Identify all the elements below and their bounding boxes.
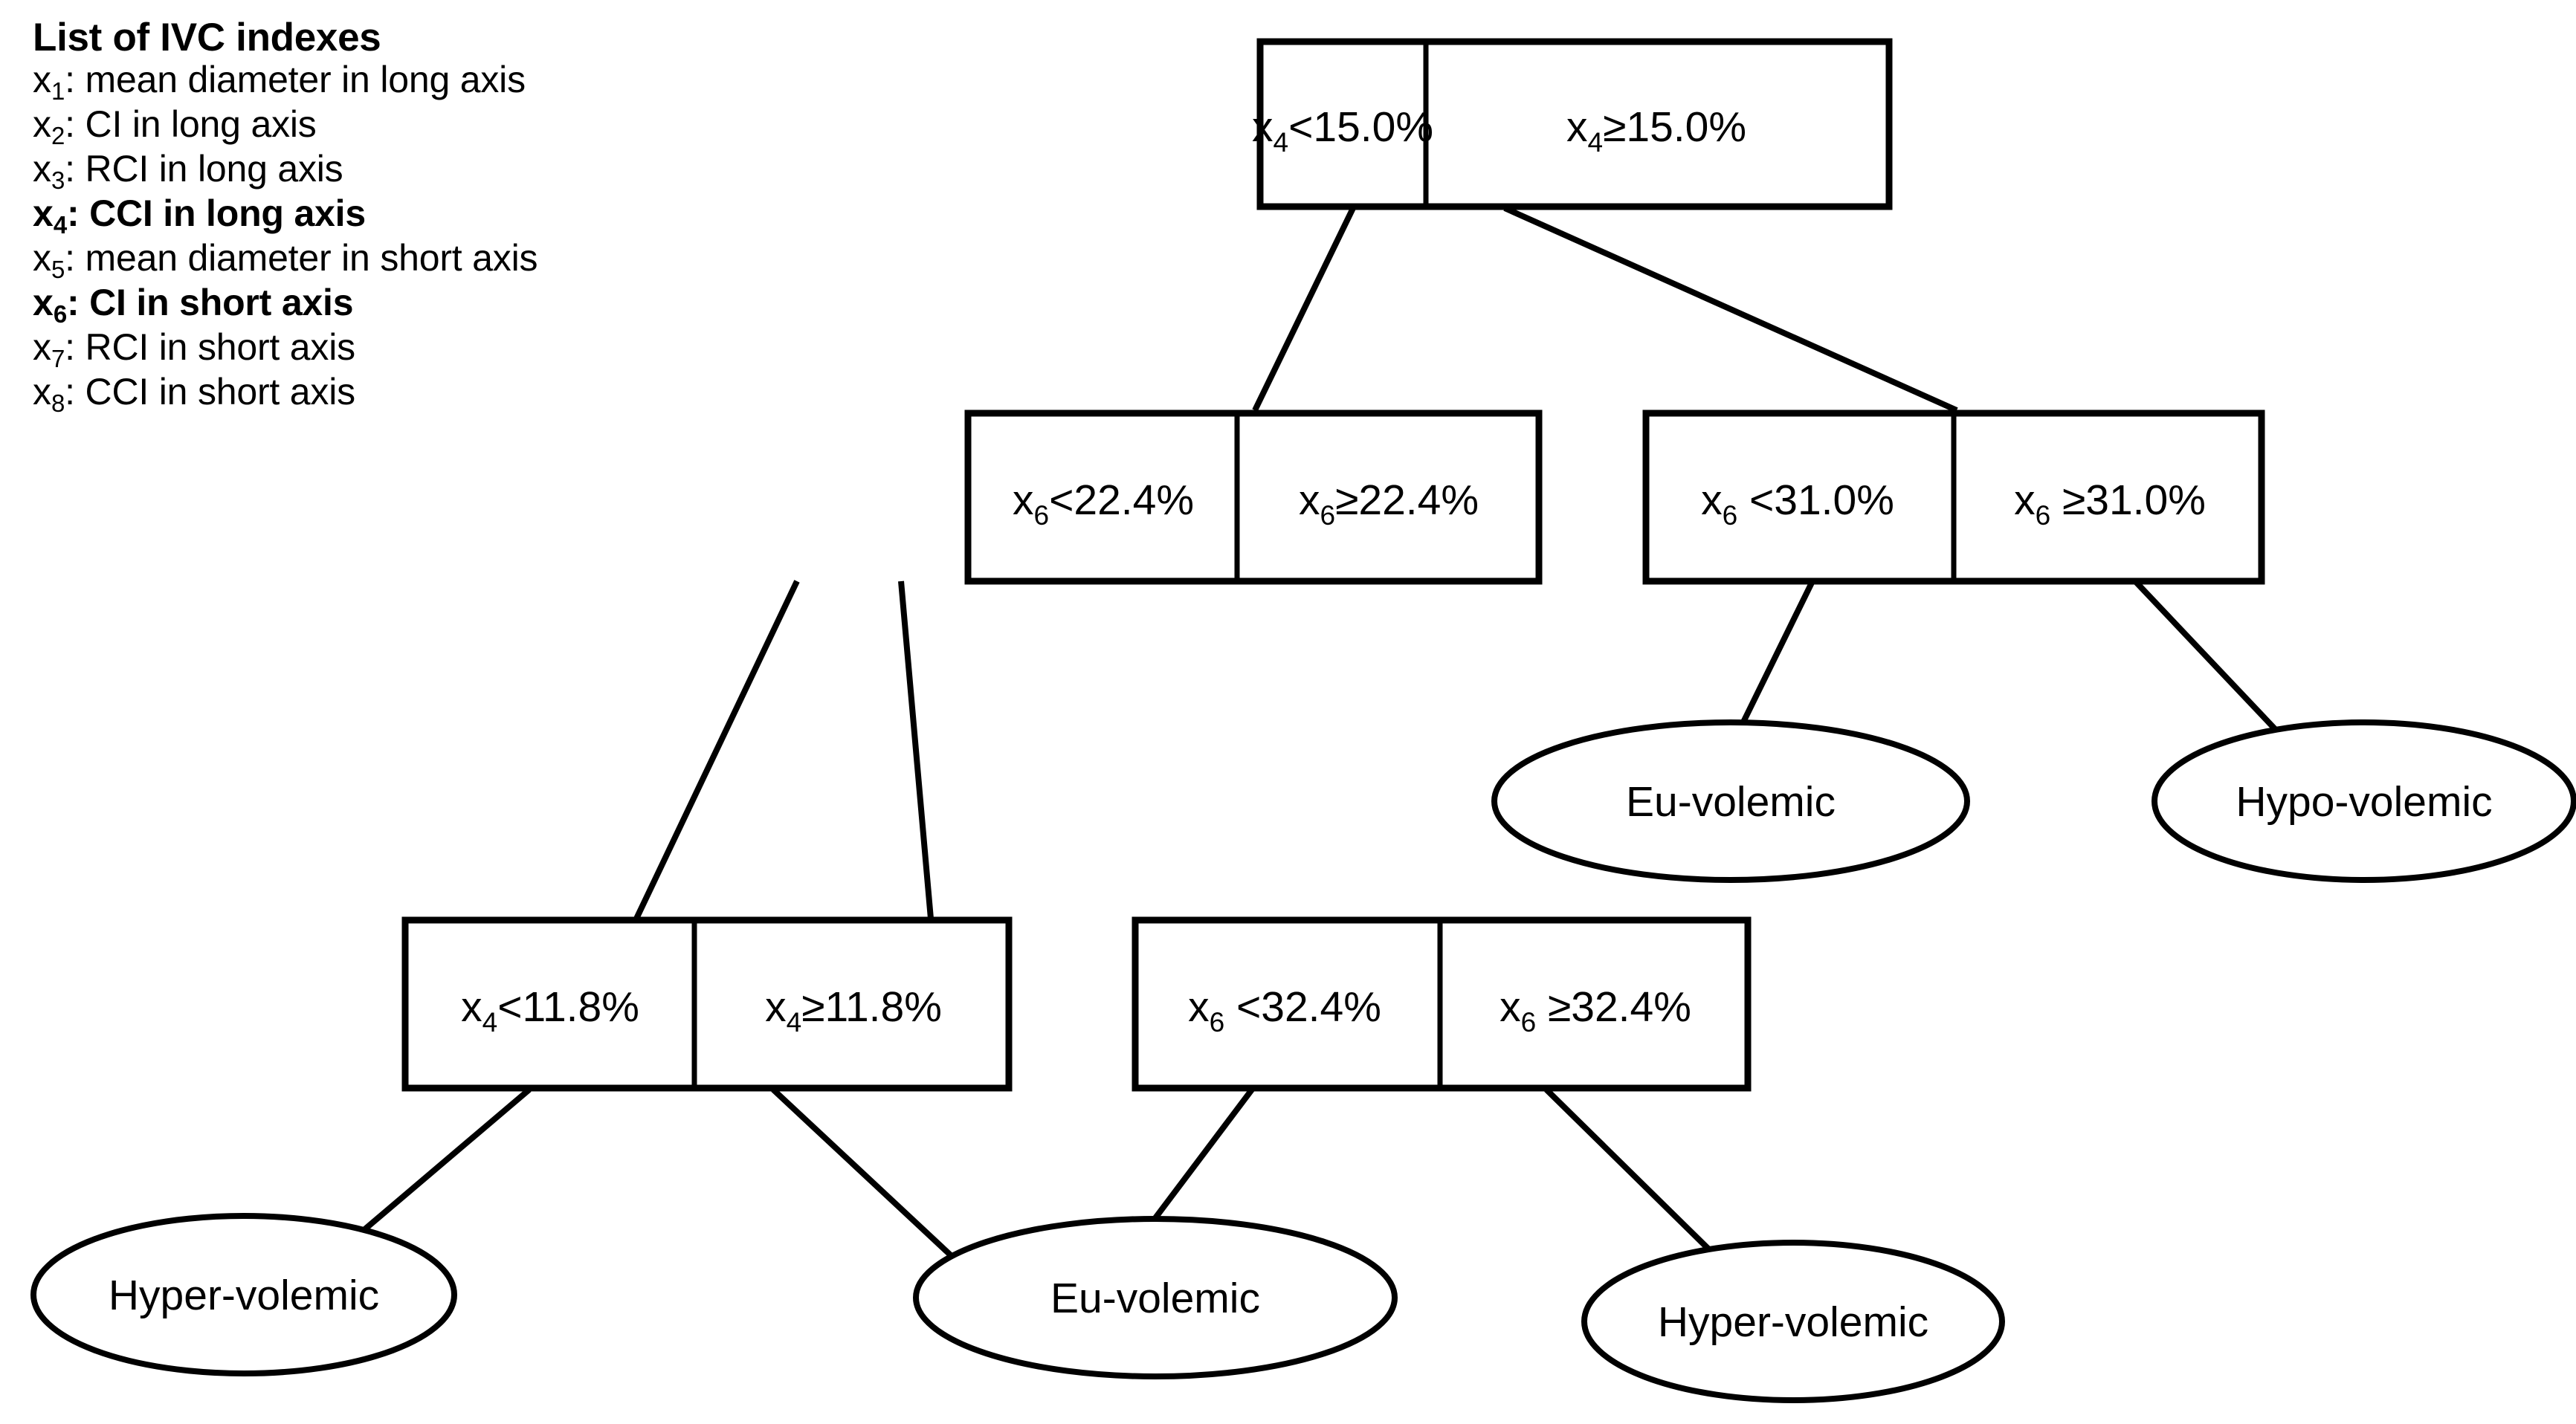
node-root-left-condition: x4<15.0% bbox=[1252, 103, 1433, 158]
legend-item-x4: x4: CCI in long axis bbox=[33, 192, 791, 239]
node-level2-middle[interactable]: x6 <32.4% x6 ≥32.4% bbox=[1132, 916, 1752, 1092]
legend-item-text: : mean diameter in short axis bbox=[65, 237, 538, 279]
legend-var-name: x bbox=[33, 237, 51, 279]
legend-item-text: : CCI in short axis bbox=[65, 371, 355, 412]
leaf-eu-volemic-right[interactable]: Eu-volemic bbox=[1491, 719, 1970, 883]
leaf-eu-volemic-bottom[interactable]: Eu-volemic bbox=[913, 1216, 1398, 1379]
legend-var-name: x bbox=[33, 148, 51, 190]
leaf-eu-volemic-bottom-shape bbox=[913, 1216, 1398, 1379]
legend-var-name: x bbox=[33, 282, 54, 323]
legend-title: List of IVC indexes bbox=[33, 16, 381, 59]
legend-var-subscript: 7 bbox=[51, 345, 65, 372]
node-level1-left[interactable]: x6<22.4% x6≥22.4% bbox=[964, 410, 1543, 585]
node-root[interactable]: x4<15.0% x4≥15.0% bbox=[1252, 38, 1893, 210]
legend-var-subscript: 4 bbox=[53, 211, 67, 239]
legend-var-name: x bbox=[33, 371, 51, 412]
edge-l1right-to-eu bbox=[1729, 580, 1815, 746]
leaf-hypo-volemic-label: Hypo-volemic bbox=[2236, 778, 2492, 826]
ivc-index-legend: List of IVC indexes x1: mean diameter in… bbox=[33, 16, 791, 418]
edge-l2left-to-hyper bbox=[340, 1087, 532, 1252]
edge-l1left-to-l2mid bbox=[898, 580, 934, 919]
legend-var-name: x bbox=[33, 326, 51, 368]
legend-item-text: : mean diameter in long axis bbox=[65, 59, 526, 100]
edge-l1left-to-l2left bbox=[633, 580, 800, 920]
node-level1-right-left-condition: x6 <31.0% bbox=[1701, 476, 1894, 531]
node-root-frame bbox=[1256, 38, 1893, 210]
leaf-hyper-volemic-bottom[interactable]: Hyper-volemic bbox=[1581, 1240, 2005, 1403]
legend-var-subscript: 5 bbox=[51, 256, 65, 283]
leaf-hyper-volemic-left-label: Hyper-volemic bbox=[109, 1272, 379, 1319]
node-level2-left-right-condition: x4≥11.8% bbox=[765, 983, 942, 1038]
leaf-hypo-volemic[interactable]: Hypo-volemic bbox=[2151, 719, 2576, 883]
leaf-hyper-volemic-bottom-label: Hyper-volemic bbox=[1658, 1298, 1928, 1346]
leaf-hypo-volemic-shape bbox=[2151, 719, 2576, 883]
node-level1-left-frame bbox=[964, 410, 1543, 585]
leaf-hyper-volemic-left[interactable]: Hyper-volemic bbox=[30, 1213, 457, 1376]
node-level1-left-left-condition: x6<22.4% bbox=[1013, 476, 1194, 531]
leaf-eu-volemic-right-shape bbox=[1491, 719, 1970, 883]
legend-item-text: : CI in short axis bbox=[66, 282, 354, 323]
legend-item-x1: x1: mean diameter in long axis bbox=[33, 59, 791, 105]
legend-item-x3: x3: RCI in long axis bbox=[33, 148, 791, 194]
legend-var-subscript: 2 bbox=[51, 122, 65, 149]
legend-item-x8: x8: CCI in short axis bbox=[33, 371, 791, 417]
node-level2-left-left-condition: x4<11.8% bbox=[461, 983, 639, 1038]
legend-item-text: : RCI in short axis bbox=[65, 326, 355, 368]
tree-edges bbox=[340, 205, 2293, 1266]
legend-item-text: : CCI in long axis bbox=[66, 192, 366, 234]
legend-item-text: : RCI in long axis bbox=[65, 148, 343, 190]
legend-var-name: x bbox=[33, 103, 51, 145]
leaf-hyper-volemic-left-shape bbox=[30, 1213, 457, 1376]
edge-l2mid-to-hyper bbox=[1544, 1087, 1726, 1266]
edge-l2left-to-eu bbox=[771, 1087, 954, 1258]
edge-l1right-to-hypo bbox=[2133, 579, 2293, 748]
legend-item-text: : CI in long axis bbox=[65, 103, 317, 145]
leaf-eu-volemic-right-label: Eu-volemic bbox=[1626, 778, 1836, 826]
edge-root-to-left bbox=[1252, 207, 1356, 412]
node-root-right-condition: x4≥15.0% bbox=[1566, 103, 1746, 158]
node-level2-left-frame bbox=[401, 916, 1013, 1092]
leaf-hyper-volemic-bottom-shape bbox=[1581, 1240, 2005, 1403]
legend-item-x6: x6: CI in short axis bbox=[33, 282, 791, 328]
node-level2-left[interactable]: x4<11.8% x4≥11.8% bbox=[401, 916, 1013, 1092]
legend-var-name: x bbox=[33, 59, 51, 100]
legend-var-subscript: 1 bbox=[51, 77, 65, 105]
legend-var-subscript: 6 bbox=[53, 300, 67, 328]
leaf-eu-volemic-bottom-label: Eu-volemic bbox=[1050, 1275, 1260, 1322]
edge-root-to-right bbox=[1503, 205, 1958, 413]
node-level1-left-right-condition: x6≥22.4% bbox=[1299, 476, 1479, 531]
node-level2-middle-left-condition: x6 <32.4% bbox=[1188, 983, 1381, 1038]
legend-item-x7: x7: RCI in short axis bbox=[33, 327, 791, 372]
legend-list: x1: mean diameter in long axis x2: CI in… bbox=[33, 59, 791, 417]
legend-item-x5: x5: mean diameter in short axis bbox=[33, 237, 791, 283]
legend-var-subscript: 8 bbox=[51, 389, 65, 417]
legend-item-x2: x2: CI in long axis bbox=[33, 104, 791, 149]
node-level2-middle-right-condition: x6 ≥32.4% bbox=[1500, 983, 1691, 1038]
legend-var-name: x bbox=[33, 192, 54, 234]
node-level1-right[interactable]: x6 <31.0% x6 ≥31.0% bbox=[1642, 410, 2265, 585]
legend-var-subscript: 3 bbox=[51, 166, 65, 194]
node-level1-right-right-condition: x6 ≥31.0% bbox=[2014, 476, 2206, 531]
